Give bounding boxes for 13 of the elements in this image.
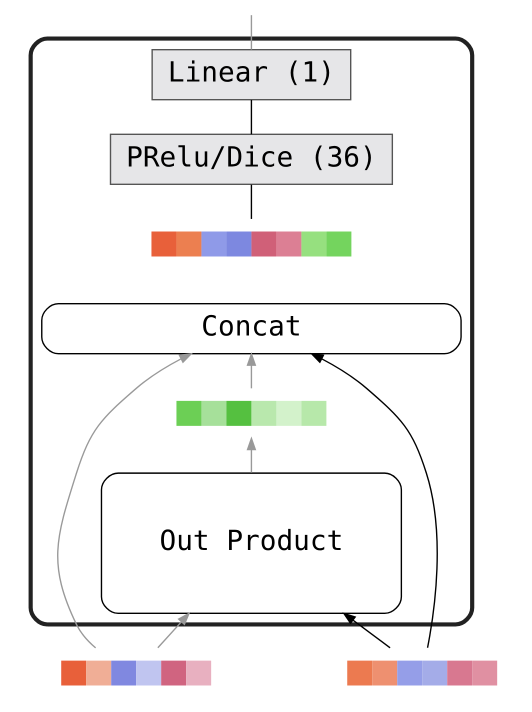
arrow: [246, 436, 256, 473]
connector: [250, 100, 252, 134]
arrow: [342, 612, 390, 648]
node-box: Out Product: [100, 472, 402, 614]
arrow: [57, 352, 194, 648]
node-box: Linear (1): [151, 48, 352, 100]
arrow: [157, 612, 190, 648]
node-box: Concat: [41, 303, 462, 354]
arrow: [310, 352, 438, 648]
arrow: [246, 352, 256, 388]
connector: [250, 15, 252, 50]
connector: [250, 184, 252, 219]
node-box: PRelu/Dice (36): [110, 134, 394, 186]
